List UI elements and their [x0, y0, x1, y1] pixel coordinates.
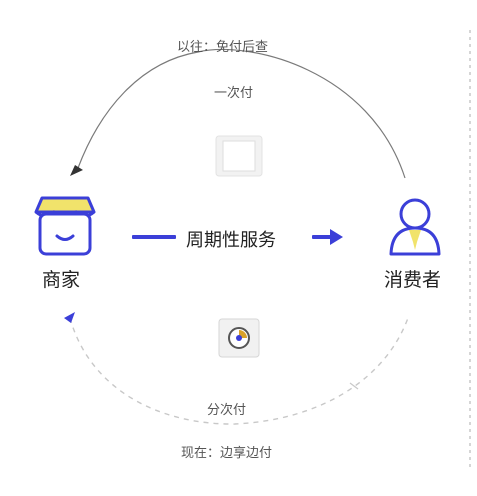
shop-icon: [34, 196, 96, 256]
user-icon: [389, 198, 441, 256]
top-arc-label: 一次付: [214, 86, 254, 101]
bottom-arc-label: 分次付: [207, 403, 247, 418]
merchant-label: 商家: [42, 269, 81, 291]
center-label: 周期性服务: [186, 230, 276, 251]
center-flow: [132, 229, 343, 245]
right-flow-arrowhead: [330, 229, 343, 245]
bottom-arc-arrowhead: [64, 312, 75, 323]
bottom-caption: 现在：边享边付: [181, 446, 273, 461]
top-caption: 以往：免付后查: [177, 40, 269, 55]
clock-icon: [218, 318, 260, 358]
top-arc: [77, 49, 406, 179]
consumer-label: 消费者: [384, 269, 442, 291]
right-edge-decoration: [469, 30, 471, 470]
top-arc-arrowhead: [70, 165, 83, 176]
left-flow-bar: [132, 235, 176, 239]
bottom-arc: [69, 317, 409, 425]
document-icon: [215, 135, 263, 177]
bottom-arc-tick: [349, 382, 359, 390]
right-flow-bar: [312, 235, 334, 239]
